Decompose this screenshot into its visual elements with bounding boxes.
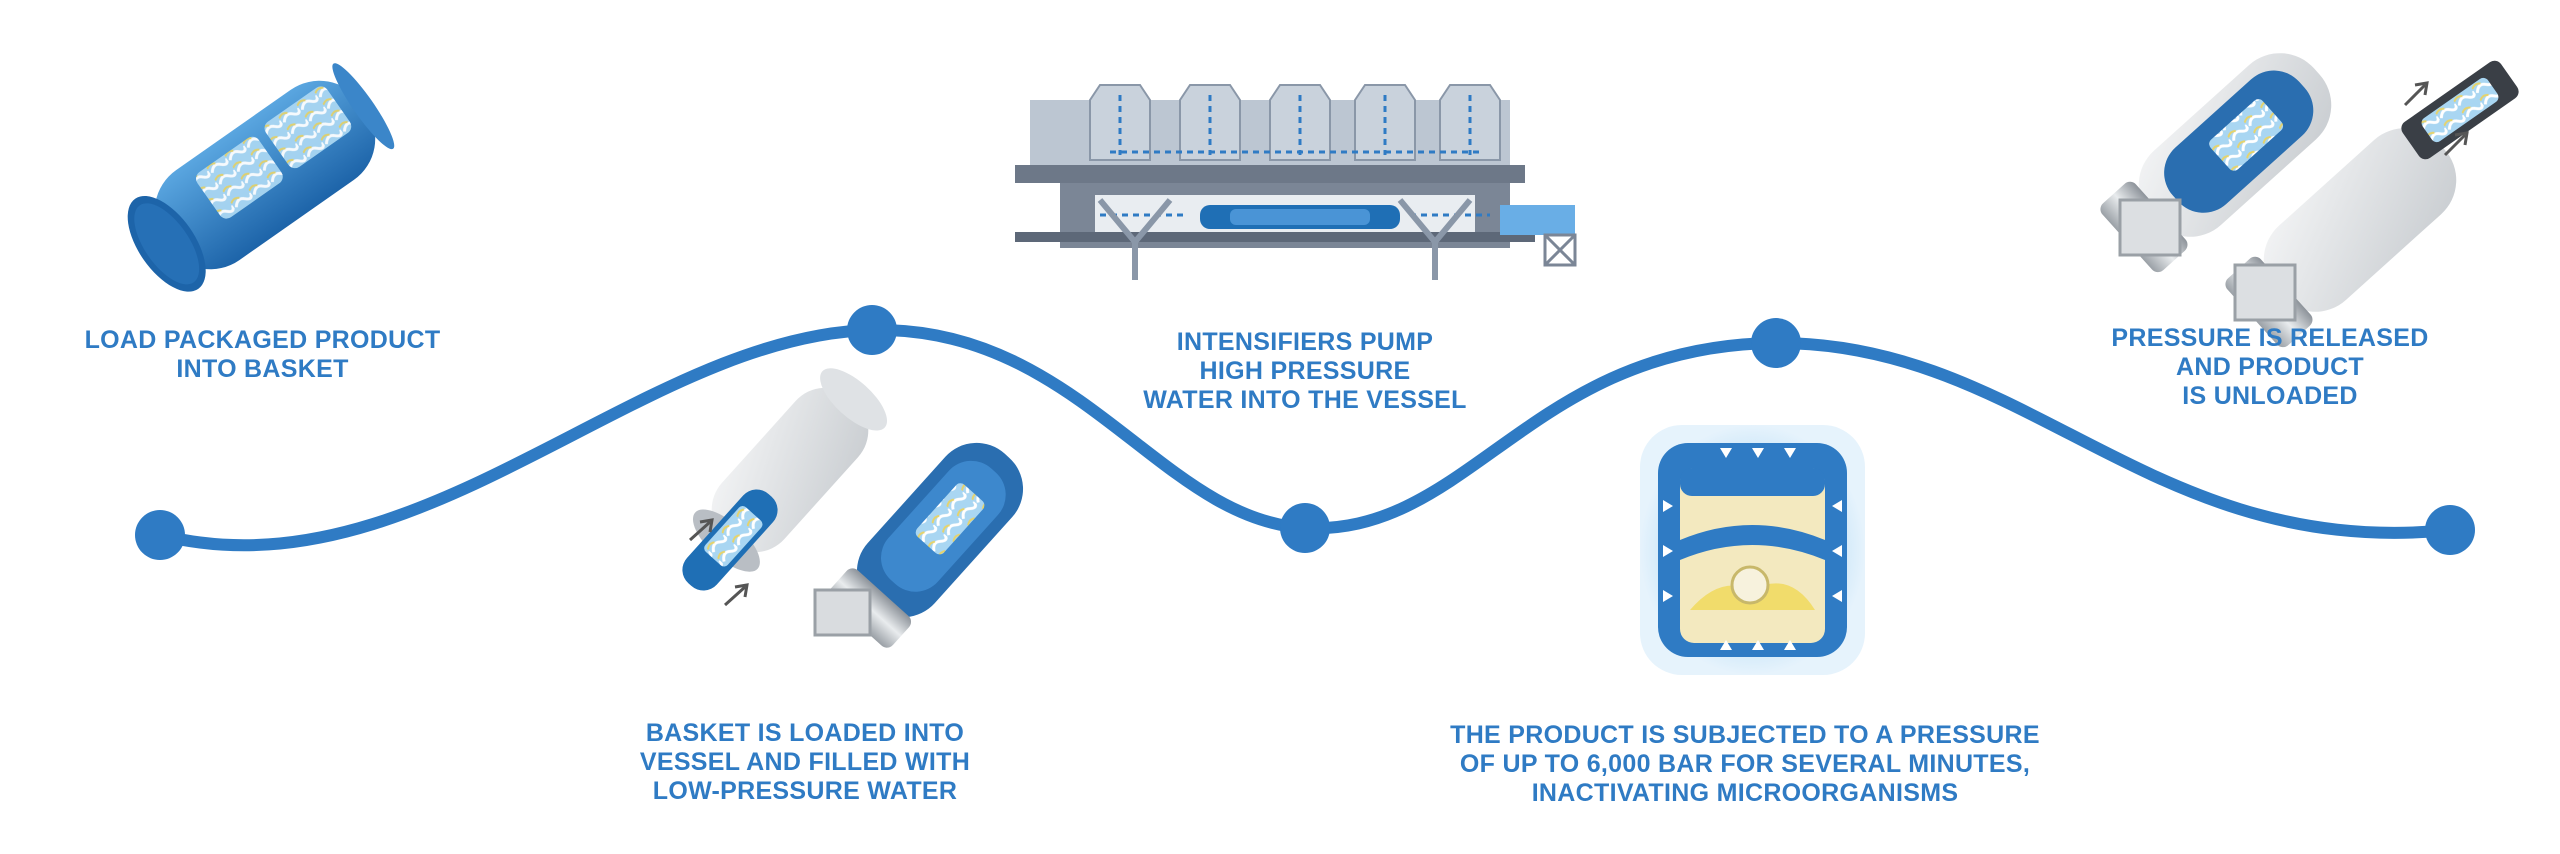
- intensifier-pump-machine-icon: [1015, 84, 1577, 280]
- step-3-line-3: WATER INTO THE VESSEL: [1143, 386, 1467, 414]
- step-5-line-1: PRESSURE IS RELEASED: [2111, 324, 2429, 352]
- step-4-line-3: INACTIVATING MICROORGANISMS: [1531, 779, 1959, 807]
- step-5-caption: PRESSURE IS RELEASED AND PRODUCT IS UNLO…: [2080, 324, 2460, 411]
- basket-into-vessel-icon: [682, 368, 1024, 648]
- step-3-line-1: INTENSIFIERS PUMP: [1176, 328, 1434, 356]
- timeline-node-3: [1280, 503, 1330, 553]
- step-5-line-3: IS UNLOADED: [2182, 382, 2358, 410]
- timeline-node-5: [2425, 505, 2475, 555]
- vessel-unloading-icon: [2100, 53, 2519, 348]
- step-3-caption: INTENSIFIERS PUMP HIGH PRESSURE WATER IN…: [1095, 328, 1515, 415]
- timeline-node-1: [135, 510, 185, 560]
- step-1-caption: LOAD PACKAGED PRODUCT INTO BASKET: [60, 326, 465, 384]
- timeline-node-2: [847, 305, 897, 355]
- step-4-caption: THE PRODUCT IS SUBJECTED TO A PRESSURE O…: [1395, 721, 2095, 808]
- step-4-line-2: OF UP TO 6,000 BAR FOR SEVERAL MINUTES,: [1459, 750, 2031, 778]
- step-2-line-3: LOW-PRESSURE WATER: [652, 777, 958, 805]
- step-1-line-2: INTO BASKET: [176, 355, 349, 383]
- step-2-line-2: VESSEL AND FILLED WITH: [639, 748, 971, 776]
- step-1-line-1: LOAD PACKAGED PRODUCT: [84, 326, 441, 354]
- step-3-line-2: HIGH PRESSURE: [1199, 357, 1411, 385]
- step-2-line-1: BASKET IS LOADED INTO: [645, 719, 965, 747]
- step-2-caption: BASKET IS LOADED INTO VESSEL AND FILLED …: [610, 719, 1000, 806]
- timeline-node-4: [1751, 318, 1801, 368]
- step-5-line-2: AND PRODUCT: [2175, 353, 2365, 381]
- step-4-line-1: THE PRODUCT IS SUBJECTED TO A PRESSURE: [1450, 721, 2040, 749]
- packaged-product-basket-icon: [127, 63, 395, 292]
- pressurized-product-tub-icon: [1640, 425, 1865, 675]
